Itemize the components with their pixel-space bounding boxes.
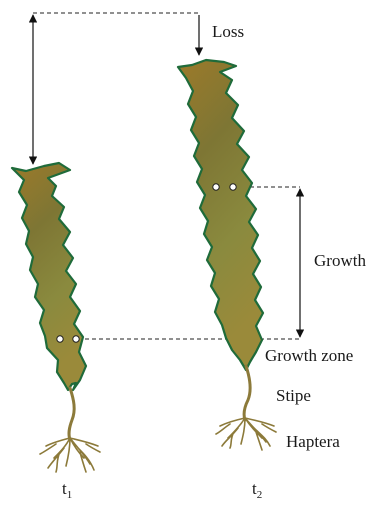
time-label-t1: t1 bbox=[62, 479, 72, 501]
time-label-t1-subscript: 1 bbox=[67, 489, 73, 501]
kelp-t2 bbox=[178, 60, 276, 450]
kelp-t2-blade bbox=[178, 60, 263, 370]
kelp-t2-stipe bbox=[244, 366, 250, 420]
time-label-t2: t2 bbox=[252, 479, 262, 501]
time-label-t2-subscript: 2 bbox=[257, 489, 263, 501]
kelp-t2-haptera bbox=[216, 418, 276, 450]
kelp-t1 bbox=[12, 163, 100, 472]
kelp-t1-stipe bbox=[69, 388, 74, 440]
loss-label: Loss bbox=[212, 22, 244, 41]
kelp-t1-blade bbox=[12, 163, 86, 390]
kelp-t1-growth-zone-marker-left bbox=[57, 336, 63, 342]
haptera-label: Haptera bbox=[286, 432, 340, 451]
growth-label: Growth bbox=[314, 251, 366, 270]
kelp-t1-haptera bbox=[40, 438, 100, 472]
growth-zone-label: Growth zone bbox=[265, 346, 353, 365]
kelp-t2-growth-zone-marker-left bbox=[213, 184, 219, 190]
kelp-t2-growth-zone-marker-right bbox=[230, 184, 236, 190]
stipe-label: Stipe bbox=[276, 386, 311, 405]
kelp-t1-growth-zone-marker-right bbox=[73, 336, 79, 342]
